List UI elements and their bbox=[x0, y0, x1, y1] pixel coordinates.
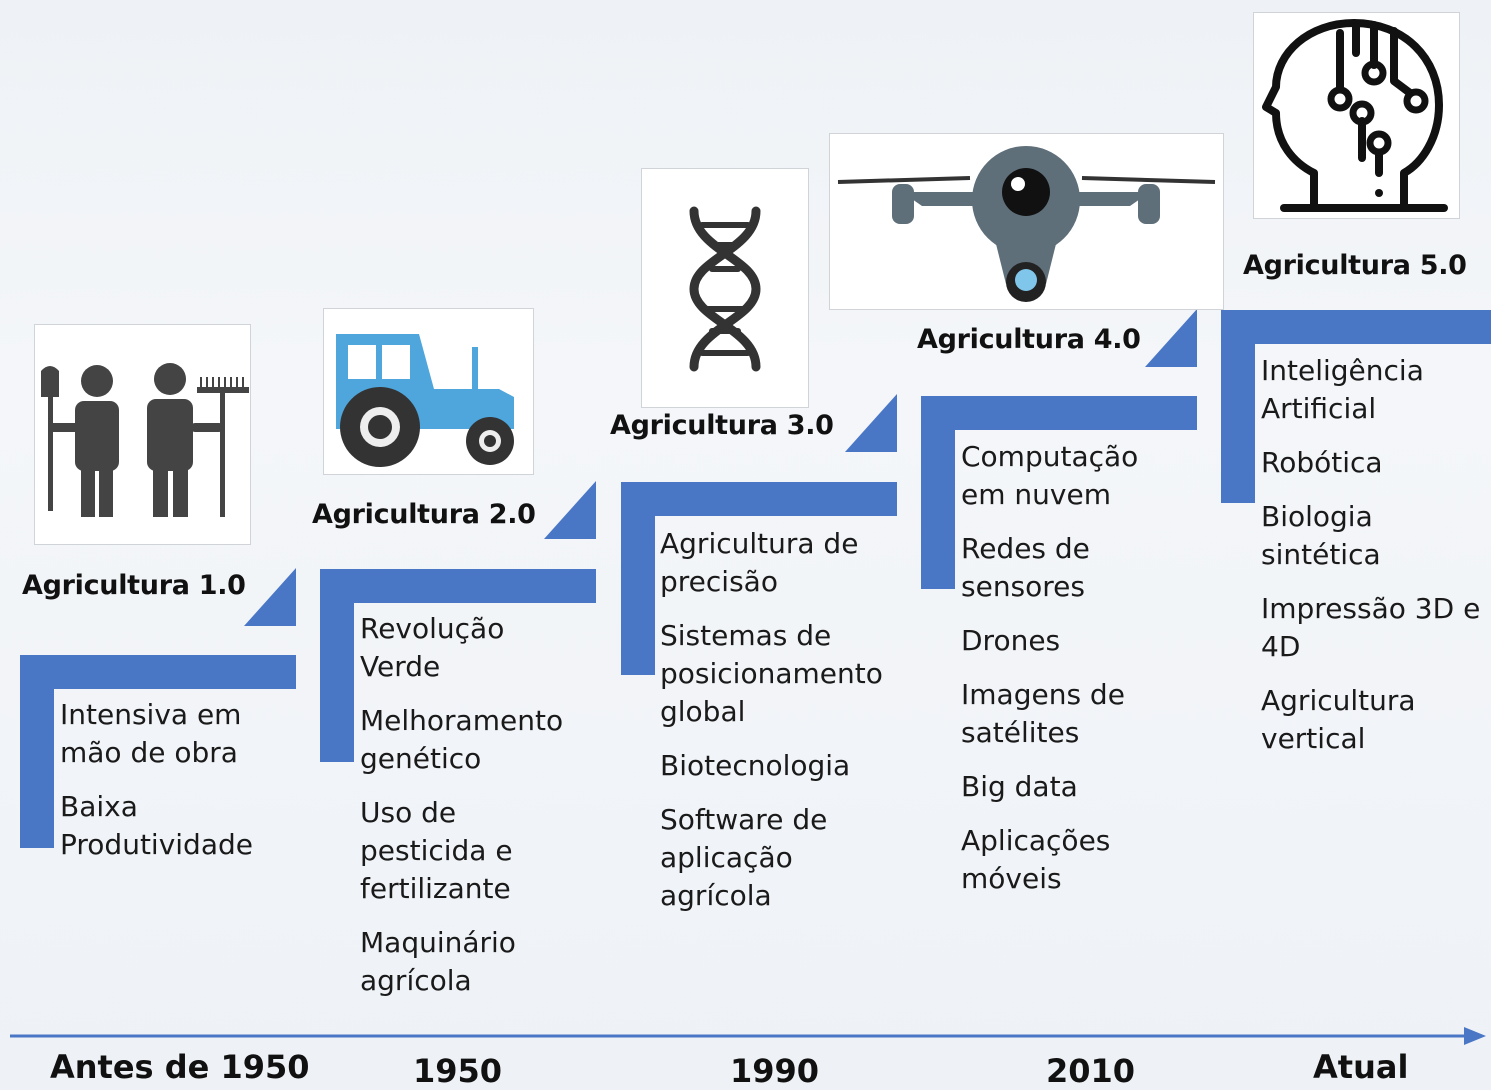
era-label-2010: 2010 bbox=[1046, 1052, 1136, 1090]
era-label-1950: 1950 bbox=[413, 1052, 503, 1090]
list-item: Baixa Produtividade bbox=[60, 790, 253, 861]
stage-5-items: Inteligência Artificial Robótica Biologi… bbox=[1261, 352, 1491, 774]
stage-4-items: Computação em nuvem Redes de sensores Dr… bbox=[961, 438, 1211, 914]
farmers-icon bbox=[41, 363, 249, 517]
list-item: Robótica bbox=[1261, 446, 1383, 479]
step-bar-4-horizontal bbox=[921, 396, 1197, 430]
step-triangle-3 bbox=[845, 394, 897, 452]
era-label-1990: 1990 bbox=[730, 1052, 820, 1090]
list-item: Aplicações móveis bbox=[961, 824, 1111, 895]
step-bar-2-horizontal bbox=[320, 569, 596, 603]
step-bar-1-horizontal bbox=[20, 655, 296, 689]
step-bar-3-horizontal bbox=[621, 482, 897, 516]
step-bar-3-vertical bbox=[621, 482, 655, 675]
step-triangle-1 bbox=[244, 568, 296, 626]
list-item: Impressão 3D e 4D bbox=[1261, 592, 1481, 663]
tractor-icon bbox=[336, 334, 514, 467]
list-item: Redes de sensores bbox=[961, 532, 1090, 603]
stage-3-items: Agricultura de precisão Sistemas de posi… bbox=[660, 525, 920, 931]
stage-2-items: Revolução Verde Melhoramento genético Us… bbox=[360, 610, 610, 1016]
drone-icon bbox=[837, 146, 1216, 302]
dna-icon bbox=[689, 206, 761, 372]
era-label-current: Atual bbox=[1313, 1048, 1409, 1086]
step-triangle-2 bbox=[544, 481, 596, 539]
stage-4-title: Agricultura 4.0 bbox=[917, 324, 1141, 355]
ai-head-image bbox=[1253, 12, 1460, 219]
stage-3-title: Agricultura 3.0 bbox=[610, 410, 834, 441]
stage-1-title: Agricultura 1.0 bbox=[22, 570, 246, 601]
step-triangle-4 bbox=[1145, 309, 1197, 367]
list-item: Software de aplicação agrícola bbox=[660, 803, 828, 912]
list-item: Big data bbox=[961, 770, 1078, 803]
list-item: Biotecnologia bbox=[660, 749, 851, 782]
list-item: Uso de pesticida e fertilizante bbox=[360, 796, 513, 905]
list-item: Drones bbox=[961, 624, 1061, 657]
dna-image bbox=[641, 168, 809, 408]
list-item: Agricultura de precisão bbox=[660, 527, 859, 598]
step-bar-2-vertical bbox=[320, 569, 354, 762]
stage-5-title: Agricultura 5.0 bbox=[1243, 250, 1467, 281]
step-bar-5-horizontal bbox=[1221, 310, 1491, 344]
farmers-image bbox=[34, 324, 251, 545]
list-item: Agricultura vertical bbox=[1261, 684, 1416, 755]
stage-2-title: Agricultura 2.0 bbox=[312, 499, 536, 530]
step-bar-5-vertical bbox=[1221, 310, 1255, 503]
step-bar-1-vertical bbox=[20, 655, 54, 848]
list-item: Melhoramento genético bbox=[360, 704, 564, 775]
list-item: Imagens de satélites bbox=[961, 678, 1125, 749]
list-item: Revolução Verde bbox=[360, 612, 505, 683]
list-item: Intensiva em mão de obra bbox=[60, 698, 242, 769]
stage-1-items: Intensiva em mão de obra Baixa Produtivi… bbox=[60, 696, 300, 880]
tractor-image bbox=[323, 308, 534, 475]
list-item: Computação em nuvem bbox=[961, 440, 1139, 511]
era-label-before-1950: Antes de 1950 bbox=[50, 1048, 310, 1086]
list-item: Inteligência Artificial bbox=[1261, 354, 1424, 425]
drone-image bbox=[829, 133, 1224, 310]
ai-head-icon bbox=[1262, 19, 1448, 212]
timeline-arrow bbox=[10, 1027, 1486, 1045]
step-bar-4-vertical bbox=[921, 396, 955, 589]
list-item: Biologia sintética bbox=[1261, 500, 1381, 571]
list-item: Maquinário agrícola bbox=[360, 926, 516, 997]
list-item: Sistemas de posicionamento global bbox=[660, 619, 883, 728]
